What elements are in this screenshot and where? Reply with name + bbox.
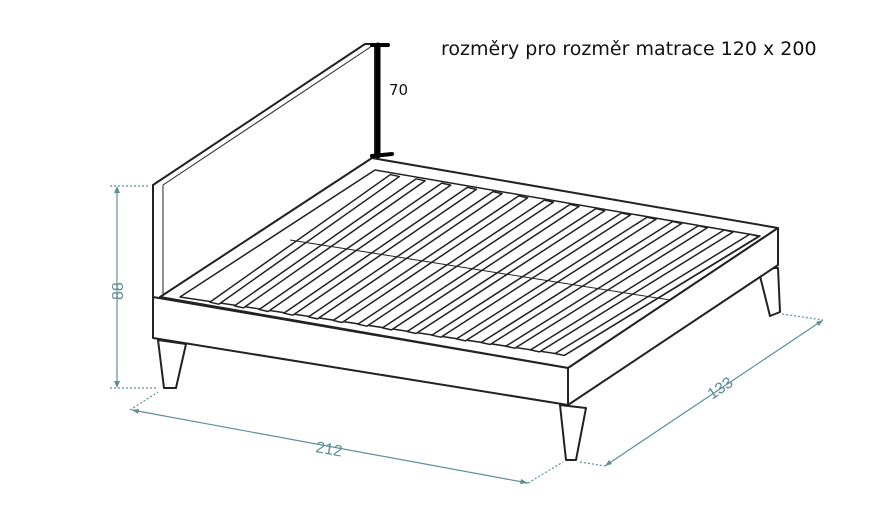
slat xyxy=(332,195,529,324)
slat xyxy=(357,199,555,327)
frame-side xyxy=(567,227,779,406)
slat xyxy=(283,186,478,316)
slat xyxy=(406,207,606,335)
width-label: 133 xyxy=(705,374,737,403)
length-label: 212 xyxy=(314,439,343,460)
height-label: 88 xyxy=(110,282,127,300)
headboard-height-label: 70 xyxy=(389,81,409,99)
slats xyxy=(209,173,760,357)
length-dimension-line xyxy=(131,409,529,484)
front-right-leg xyxy=(559,404,587,461)
slat xyxy=(554,233,760,357)
width-dimension-line xyxy=(604,319,824,467)
slat xyxy=(480,220,683,346)
center-rail xyxy=(289,239,671,301)
headboard-height-marker xyxy=(370,42,394,159)
slat xyxy=(209,173,401,305)
slat xyxy=(233,178,426,309)
headboard-edge xyxy=(162,43,376,300)
slat xyxy=(431,212,632,338)
slat xyxy=(505,225,709,349)
slat xyxy=(455,216,657,342)
slat xyxy=(307,190,503,320)
slat xyxy=(258,182,452,313)
slat xyxy=(381,203,580,331)
slat xyxy=(529,229,734,353)
front-left-leg xyxy=(157,339,187,389)
caption-title: rozměry pro rozměr matrace 120 x 200 xyxy=(441,38,817,60)
